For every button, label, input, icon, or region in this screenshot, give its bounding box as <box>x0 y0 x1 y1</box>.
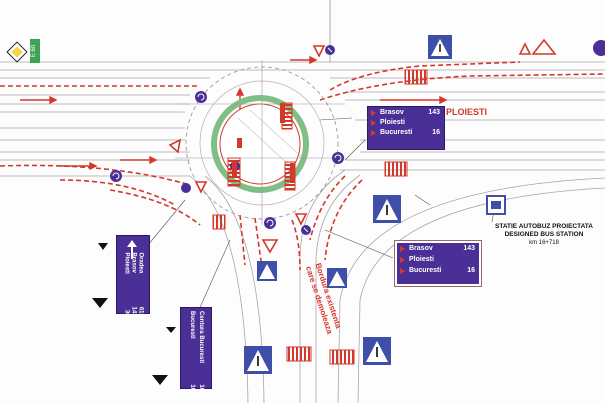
red-arrow-icon <box>371 120 376 126</box>
red-arrow-icon <box>400 268 405 274</box>
roundabout-sign-icon <box>195 91 207 103</box>
yield-sign-icon <box>294 213 308 226</box>
bus-station-label: STATIE AUTOBUZ PROIECTATA DESIGNED BUS S… <box>483 223 605 247</box>
sign-destination: Ploiesti <box>380 119 405 126</box>
sign-distance: 16 <box>189 384 195 391</box>
yield-sign-icon <box>312 45 326 58</box>
chevron-board-icon <box>290 163 295 183</box>
sign-distance: 16 <box>467 267 475 274</box>
sign-distance: 143 <box>428 109 440 116</box>
red-marking-lines <box>0 61 605 271</box>
chevron-board-icon <box>237 138 242 148</box>
main-road-lines <box>0 61 605 177</box>
sign-row: Ploiesti <box>397 252 479 263</box>
chevron-markers <box>232 103 295 183</box>
sign-row: Bucuresti 16 <box>397 263 479 274</box>
sign-distance: 16 <box>432 129 440 136</box>
airplane-icon <box>166 327 176 333</box>
sign-destination: Bucuresti <box>189 311 195 339</box>
sign-destination: Ploiesti <box>409 256 434 263</box>
direction-sign-top: Brasov 143 Ploiesti Bucuresti 16 <box>367 106 445 150</box>
sign-destination: Brasov <box>130 252 137 273</box>
priority-road-sign-icon <box>6 41 28 63</box>
pedestrian-crossing-sign-icon <box>327 268 347 288</box>
sign-row: Bucuresti 16 <box>368 126 444 136</box>
sign-distance: 143 <box>130 306 137 317</box>
roundabout <box>175 60 345 225</box>
roundabout-sign-icon <box>264 217 276 229</box>
red-arrow-icon <box>400 246 405 252</box>
sign-destination: Bucuresti <box>409 267 442 274</box>
roundabout-mandatory-signs <box>110 40 605 235</box>
sign-row: Oradea 611 <box>137 253 144 317</box>
roundabout-sign-icon <box>181 183 191 193</box>
airplane-icon <box>98 243 108 250</box>
sign-distance: 16 <box>198 384 204 391</box>
pedestrian-crossing-signs <box>244 35 452 374</box>
direction-sign-bottom: Centura Bucuresti 16 Bucuresti 16 <box>180 307 212 391</box>
north-arrow-icons <box>92 243 176 385</box>
direction-sign-right: Brasov 143 Ploiesti Bucuresti 16 <box>394 240 482 287</box>
yield-sign-icon <box>168 138 182 154</box>
sign-row: Bucuresti 16 <box>187 311 196 391</box>
red-arrow-icon <box>371 110 376 116</box>
sign-distance: 143 <box>463 245 475 252</box>
sign-distance: 36 <box>123 309 130 317</box>
yield-sign-icon <box>518 42 532 55</box>
yield-sign-icon <box>261 239 279 254</box>
sign-destination: Centura Bucuresti <box>198 311 204 364</box>
red-arrow-icon <box>371 130 376 136</box>
bus-station-subtitle: DESIGNED BUS STATION <box>504 231 584 238</box>
yield-sign-icon <box>194 181 208 194</box>
keep-right-sign-icon <box>593 40 605 56</box>
roundabout-sign-icon <box>110 170 122 182</box>
yield-signs <box>168 38 557 254</box>
yield-sign-icon <box>531 38 557 55</box>
up-arrow-icon <box>127 240 137 247</box>
direction-arrow-icon <box>92 298 108 308</box>
sign-destination: Brasov <box>380 109 404 116</box>
red-arrow-icon <box>400 257 405 263</box>
direction-arrow-icon <box>152 375 168 385</box>
sign-row: Brasov 143 <box>397 244 479 252</box>
bus-station-title: STATIE AUTOBUZ PROIECTATA <box>495 223 593 230</box>
crosswalk-south-west <box>286 346 312 362</box>
sign-row: Ploiesti <box>368 116 444 126</box>
pedestrian-crossing-sign-icon <box>428 35 452 59</box>
crosswalk-west <box>212 214 226 230</box>
up-arrow-stem-icon <box>131 247 133 259</box>
sign-row: Centura Bucuresti 16 <box>196 311 205 391</box>
pedestrian-crossing-sign-icon <box>257 261 277 281</box>
pedestrian-crossing-sign-icon <box>363 337 391 365</box>
sign-destination: Oradea <box>137 252 144 274</box>
crosswalk-east <box>384 161 408 177</box>
crosswalk-south-east <box>329 349 355 365</box>
sign-row: Brasov 143 <box>368 107 444 116</box>
roundabout-sign-icon <box>332 152 344 164</box>
crosswalk-north-east <box>404 69 428 85</box>
sign-destination: Bucuresti <box>380 129 413 136</box>
chevron-board-icon <box>232 160 237 178</box>
direction-sign-left: Oradea 611 Brasov 143 Ploiesti 36 <box>116 235 150 317</box>
sign-destination: Brasov <box>409 245 433 252</box>
sign-row: Brasov 143 <box>130 253 137 317</box>
keep-right-sign-icon <box>325 45 335 55</box>
route-sign-text: E 60 <box>31 44 37 57</box>
route-sign: E 60 <box>30 39 40 63</box>
chevron-board-icon <box>280 103 285 123</box>
central-island-ring <box>211 95 309 193</box>
destination-label: PLOIESTI <box>446 107 488 117</box>
pedestrian-crossing-sign-icon <box>373 195 401 223</box>
sign-destination: Ploiesti <box>123 252 130 274</box>
keep-right-sign-icon <box>301 225 311 235</box>
sign-distance: 611 <box>137 306 144 317</box>
bus-stop-sign-icon <box>486 195 506 215</box>
south-approach-lines <box>189 0 605 403</box>
sign-row: Ploiesti 36 <box>123 253 130 317</box>
bus-station-km: km 16+718 <box>529 240 559 246</box>
pedestrian-crossing-sign-icon <box>244 346 272 374</box>
